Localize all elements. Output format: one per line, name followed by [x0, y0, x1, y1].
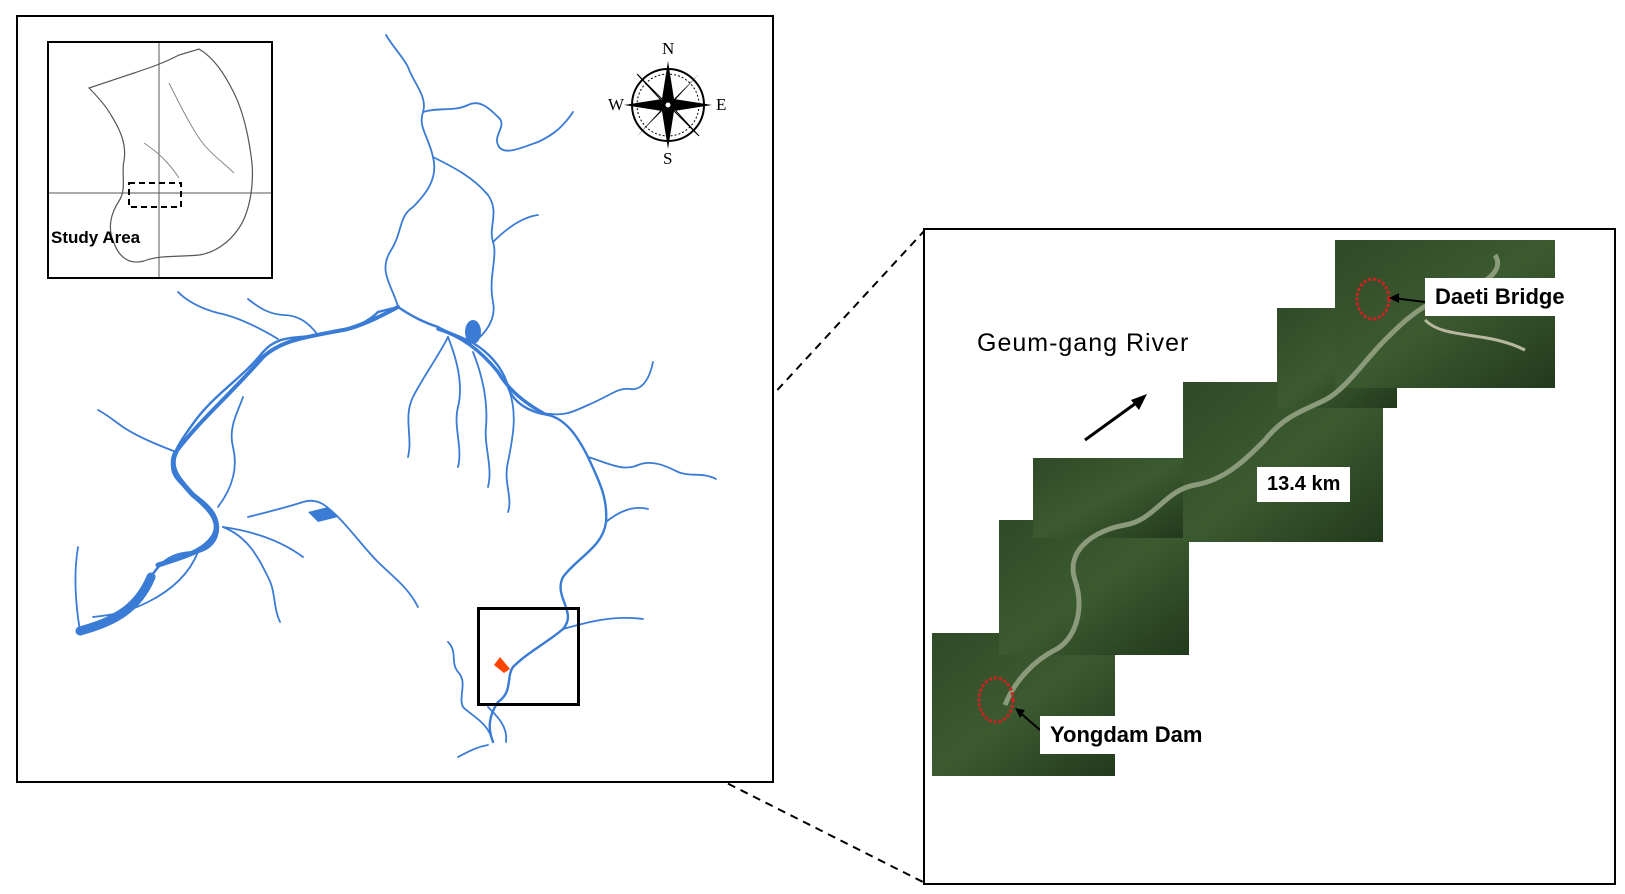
daeti-bridge-label: Daeti Bridge	[1425, 278, 1575, 316]
daeti-bridge-ring	[1355, 277, 1391, 321]
study-area-label: Study Area	[51, 228, 141, 247]
river-network	[74, 34, 717, 758]
yongdam-dam-ring	[977, 676, 1015, 724]
compass-rose: N S W E	[608, 39, 728, 168]
compass-west: W	[608, 95, 625, 114]
zoom-extent-box	[477, 607, 580, 706]
yongdam-dam-label: Yongdam Dam	[1040, 716, 1213, 754]
compass-rose-icon	[624, 61, 712, 149]
compass-north: N	[662, 39, 675, 58]
korea-outline	[49, 43, 271, 277]
inset-locator-map: Study Area	[47, 41, 273, 279]
yongdam-dam-site-marker	[494, 657, 510, 673]
compass-south: S	[663, 149, 673, 168]
arrow-northeast-icon	[1084, 396, 1144, 442]
distance-label: 13.4 km	[1257, 467, 1351, 502]
main-river-map: N S W E Study Area	[16, 15, 774, 783]
satellite-detail-panel: Geum-gang River 13.4 km Daeti Bridge Yon…	[923, 228, 1616, 885]
compass-east: E	[716, 95, 727, 114]
river-name-label: Geum-gang River	[977, 329, 1190, 357]
